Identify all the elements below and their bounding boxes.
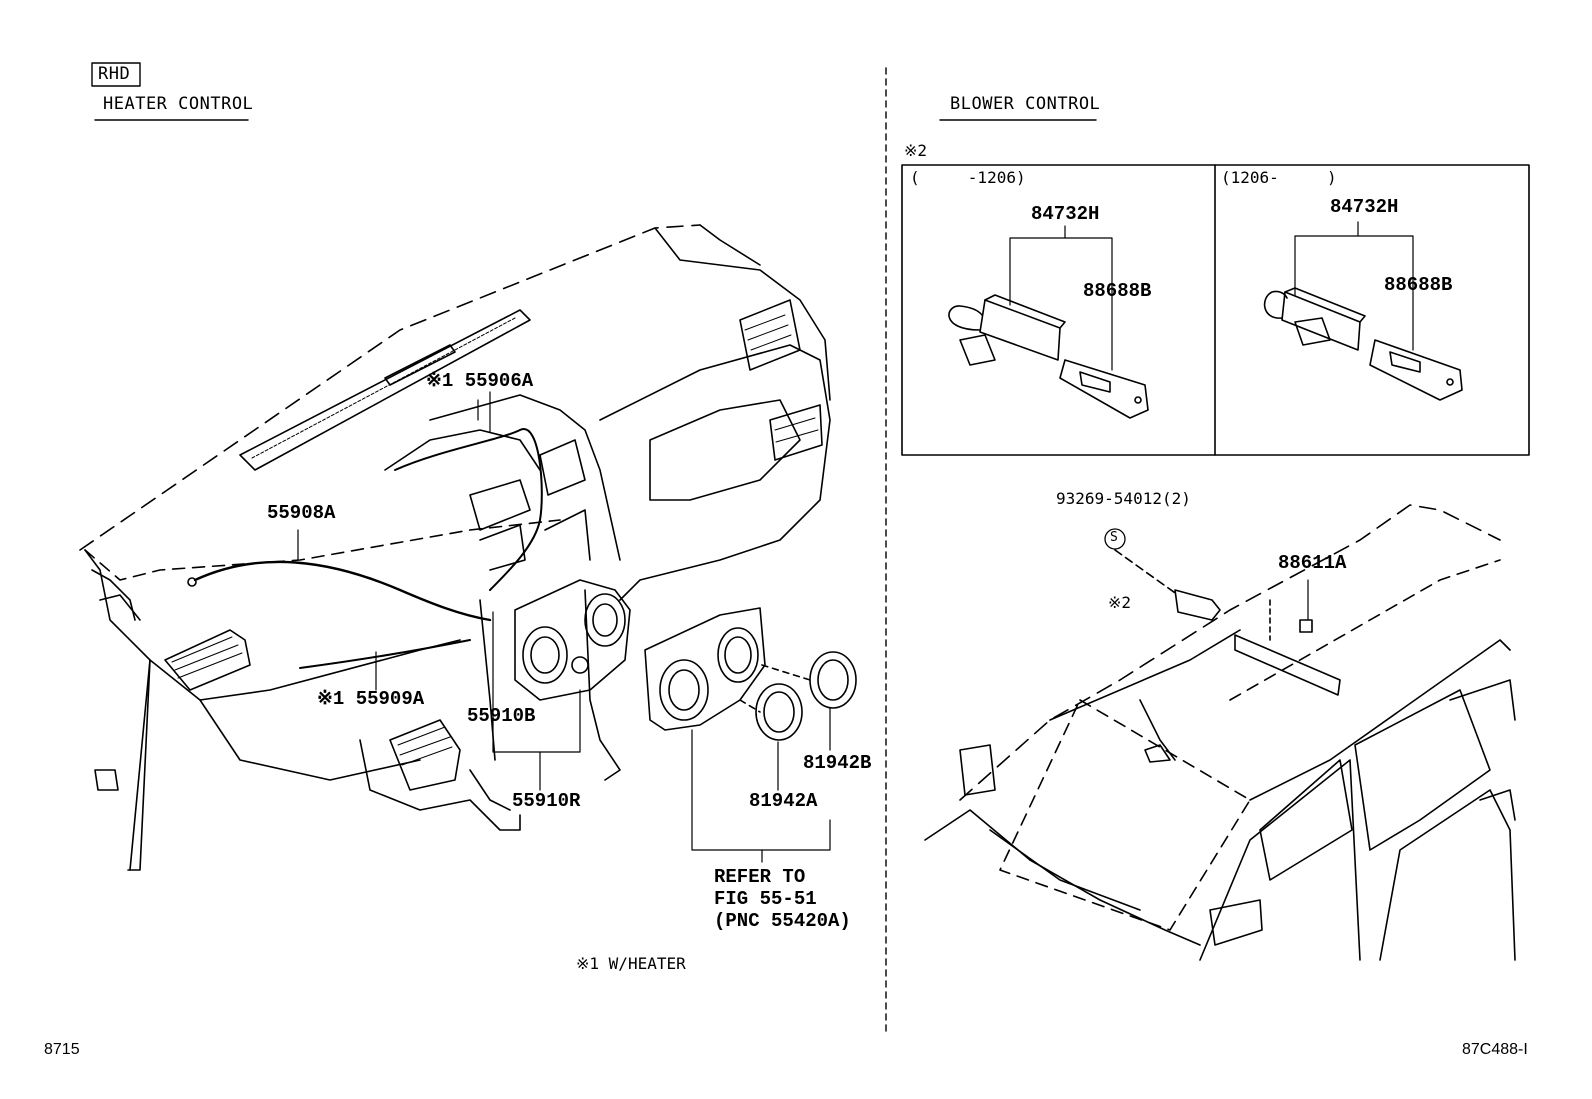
refer-line-1: REFER TO <box>714 866 806 888</box>
part-81942A-label: 81942A <box>749 790 818 812</box>
footer-right-code: 87C488-I <box>1462 1041 1528 1058</box>
heater-control-unit <box>514 579 631 701</box>
left-part-88688B-label: 88688B <box>1083 280 1152 302</box>
screw-symbol-circle <box>1104 528 1126 550</box>
refer-line-2: FIG 55-51 <box>714 888 817 910</box>
blower-control-heading: BLOWER CONTROL <box>950 94 1101 114</box>
car-note-mark: ※2 <box>1108 593 1132 612</box>
right-part-84732H-label: 84732H <box>1330 196 1399 218</box>
footer-left-code: 8715 <box>44 1041 80 1058</box>
ring-81942A <box>755 683 803 741</box>
refer-line-3: (PNC 55420A) <box>714 910 851 932</box>
resistor-variant-left <box>948 225 1149 419</box>
part-81942B-label: 81942B <box>803 752 872 774</box>
resistor-variant-right <box>1263 221 1463 401</box>
left-part-84732H-label: 84732H <box>1031 203 1100 225</box>
period-after-1206: (1206- ) <box>1221 168 1337 187</box>
rhd-label: RHD <box>98 64 131 84</box>
faceplate <box>644 607 766 731</box>
variant-boxes <box>901 164 1530 456</box>
period-before-1206: ( -1206) <box>910 168 1026 187</box>
rhd-box <box>91 62 141 87</box>
part-55906A-label: ※1 55906A <box>426 370 534 392</box>
part-55909A-label: ※1 55909A <box>317 688 425 710</box>
car-interior-drawing <box>924 504 1516 961</box>
part-55910B-label: 55910B <box>467 705 536 727</box>
heater-control-heading: HEATER CONTROL <box>103 94 254 114</box>
variant-note-mark: ※2 <box>904 141 928 160</box>
part-55908A-label: 55908A <box>267 502 336 524</box>
part-88611A-label: 88611A <box>1278 552 1347 574</box>
screw-symbol: S <box>1110 530 1118 545</box>
footnote-w-heater: ※1 W/HEATER <box>576 954 686 973</box>
part-55910R-label: 55910R <box>512 790 581 812</box>
screw-part-label: 93269-54012(2) <box>1056 489 1191 508</box>
right-part-88688B-label: 88688B <box>1384 274 1453 296</box>
dashboard-drawing <box>79 224 857 871</box>
